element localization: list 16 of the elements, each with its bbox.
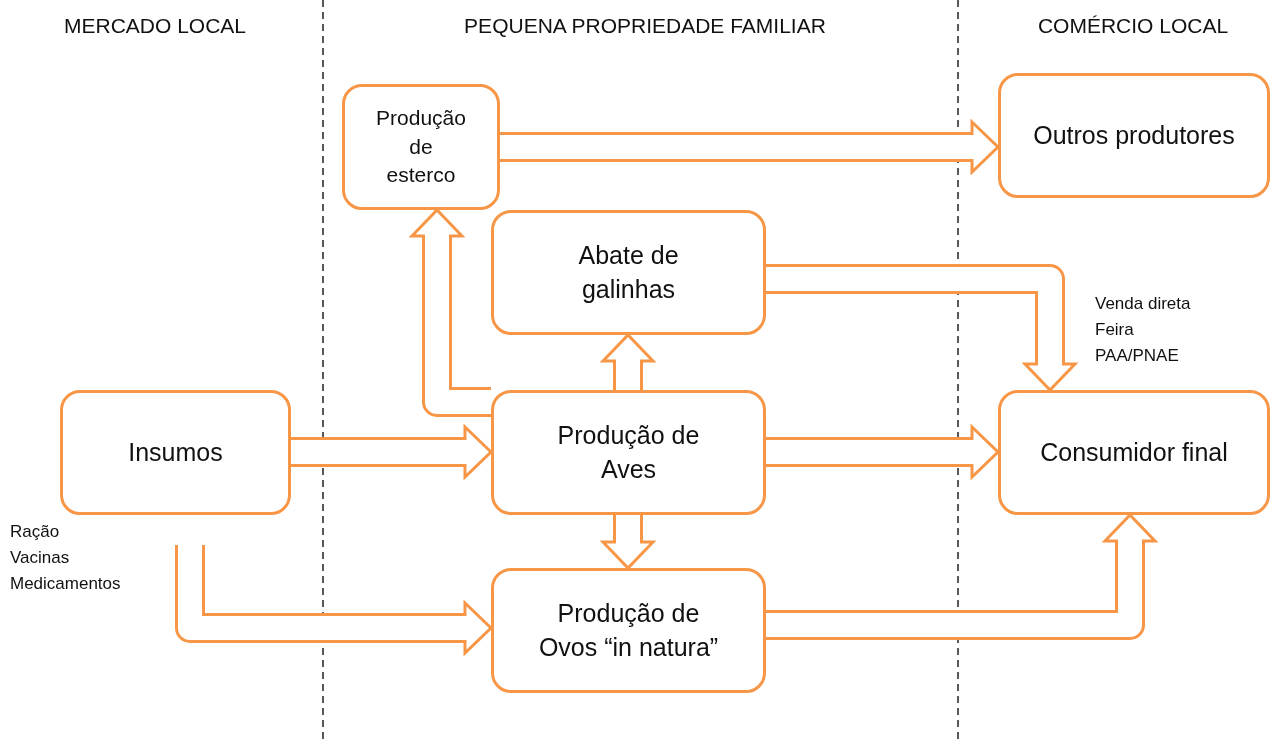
list-item: Vacinas (10, 548, 70, 568)
process-box: Outros produtores (998, 73, 1270, 198)
list-item: Medicamentos (10, 574, 121, 594)
list-item: Ração (10, 522, 60, 542)
process-box: Insumos (60, 390, 291, 515)
list-item: PAA/PNAE (1095, 346, 1179, 366)
process-box: Consumidor final (998, 390, 1270, 515)
process-box: Produção de esterco (342, 84, 500, 210)
column-heading: COMÉRCIO LOCAL (1037, 14, 1229, 38)
list-item: Venda direta (1095, 294, 1191, 314)
list-item: Feira (1095, 320, 1134, 340)
process-box: Abate de galinhas (491, 210, 766, 335)
process-box: Produção de Aves (491, 390, 766, 515)
column-heading: MERCADO LOCAL (64, 14, 246, 38)
column-heading: PEQUENA PROPRIEDADE FAMILIAR (464, 14, 826, 38)
process-box: Produção de Ovos “in natura” (491, 568, 766, 693)
